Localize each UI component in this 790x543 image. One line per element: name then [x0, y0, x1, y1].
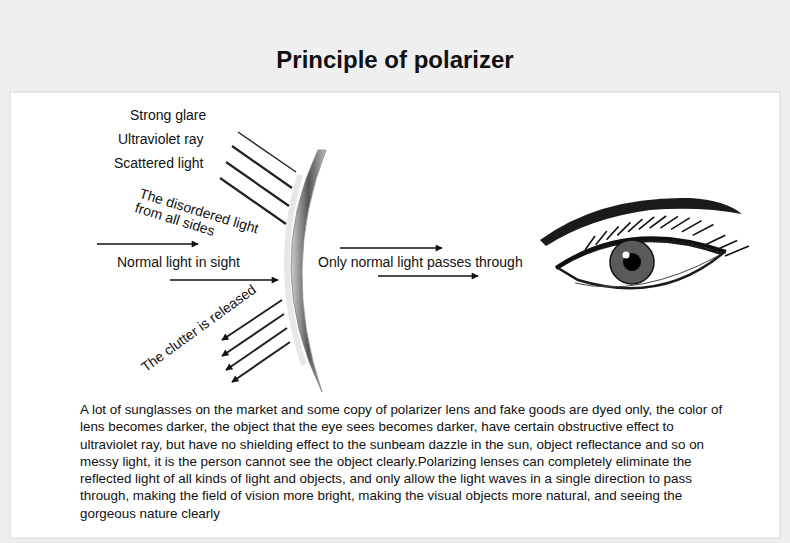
eyelash: [596, 231, 607, 245]
eyelash: [628, 219, 642, 232]
glare-rays: [220, 132, 296, 224]
eyelash: [682, 221, 702, 232]
ray-label: Scattered light: [114, 155, 204, 172]
explanation-note: A lot of sunglasses on the market and so…: [80, 401, 725, 522]
ray-label: Normal light in sight: [117, 254, 240, 271]
eyelash: [725, 246, 749, 256]
eye-drawing: [540, 198, 749, 288]
ray-label: The disordered light from all sides: [133, 186, 264, 252]
ray-label: Only normal light passes through: [318, 254, 523, 271]
eyelash: [617, 222, 630, 235]
eyelash: [607, 226, 619, 239]
white-panel: [10, 92, 780, 538]
eyelash: [639, 217, 654, 229]
ray-label: Ultraviolet ray: [118, 131, 204, 148]
eyelash: [703, 235, 725, 246]
eyelash: [693, 224, 714, 235]
lens-shade: [287, 175, 304, 365]
ray-label: Strong glare: [130, 107, 206, 124]
ray-label: The clutter is released: [138, 281, 259, 376]
eyelash: [671, 218, 690, 230]
eyelash: [585, 236, 595, 250]
eyelash: [714, 240, 737, 250]
page-title: Principle of polarizer: [276, 46, 513, 74]
